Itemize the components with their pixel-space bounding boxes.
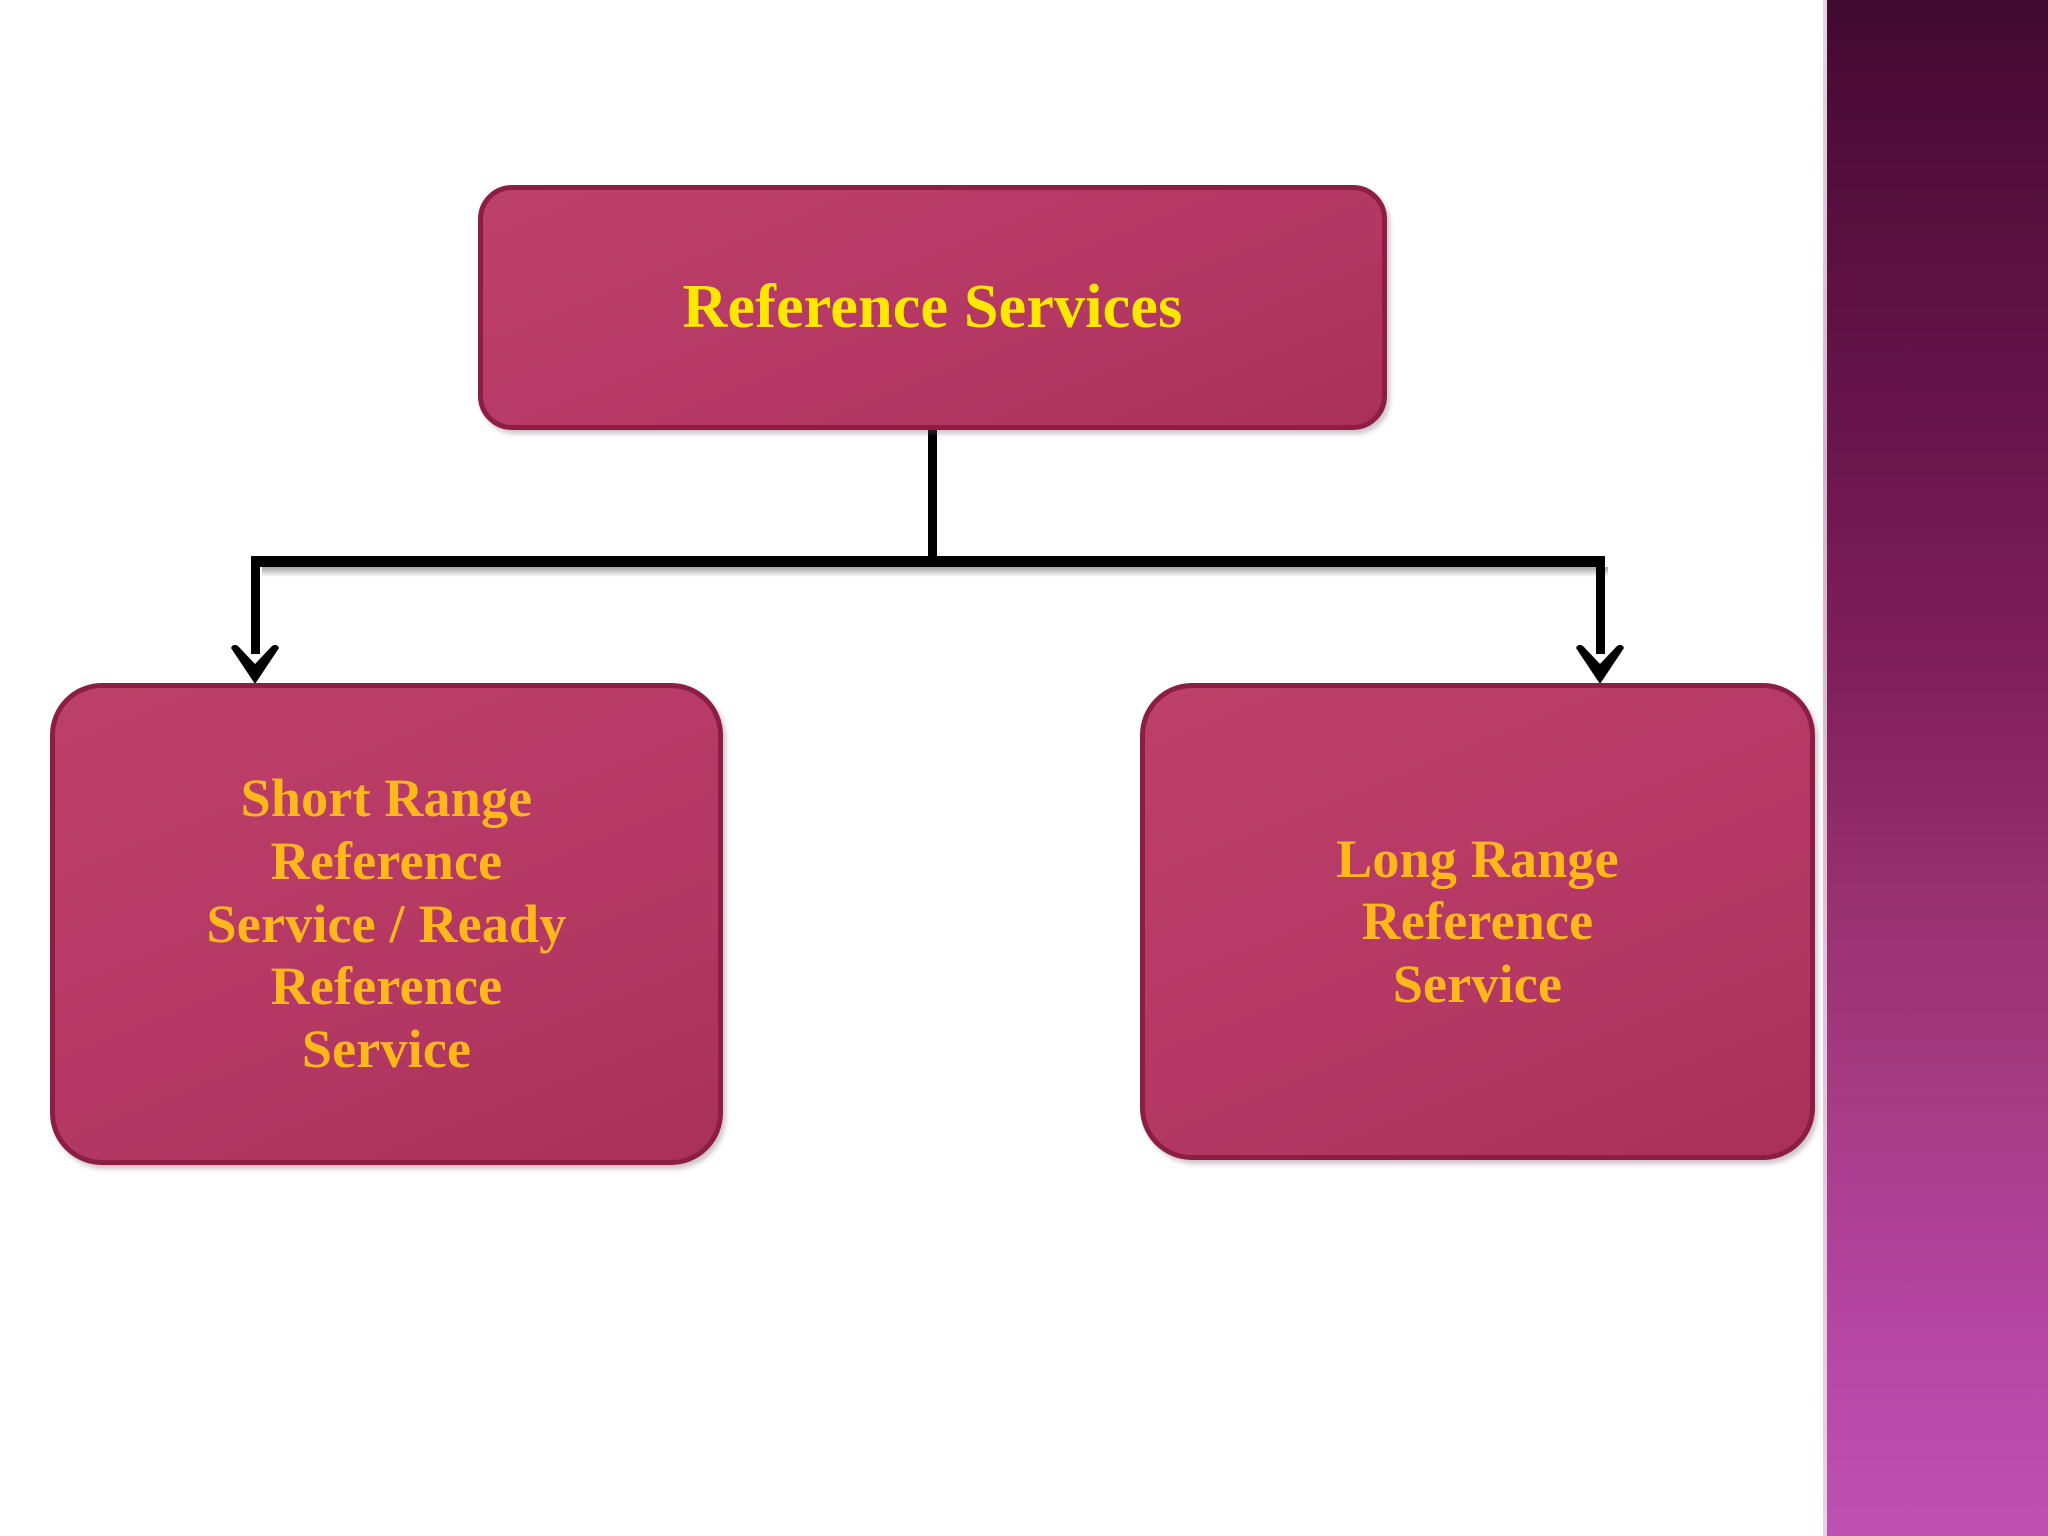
decorative-gradient-band <box>1827 0 2048 1536</box>
side-band-highlight-edge <box>1823 0 1828 1536</box>
connector-horizontal-bus <box>255 556 1605 567</box>
node-short-range-reference-service-label: Short Range Reference Service / Ready Re… <box>206 768 567 1079</box>
node-short-range-reference-service[interactable]: Short Range Reference Service / Ready Re… <box>50 683 723 1165</box>
node-long-range-reference-service-label: Long Range Reference Service <box>1336 828 1619 1014</box>
node-long-range-reference-service[interactable]: Long Range Reference Service <box>1140 683 1815 1160</box>
node-reference-services[interactable]: Reference Services <box>478 185 1387 430</box>
connector-drop-left <box>251 556 260 654</box>
node-reference-services-label: Reference Services <box>682 273 1183 342</box>
connector-root-to-bus <box>928 428 937 566</box>
connector-drop-right <box>1596 556 1605 654</box>
arrowhead-down-icon-left <box>231 644 279 684</box>
connector-bus-shadow <box>262 567 1608 577</box>
arrowhead-down-icon-right <box>1576 644 1624 684</box>
